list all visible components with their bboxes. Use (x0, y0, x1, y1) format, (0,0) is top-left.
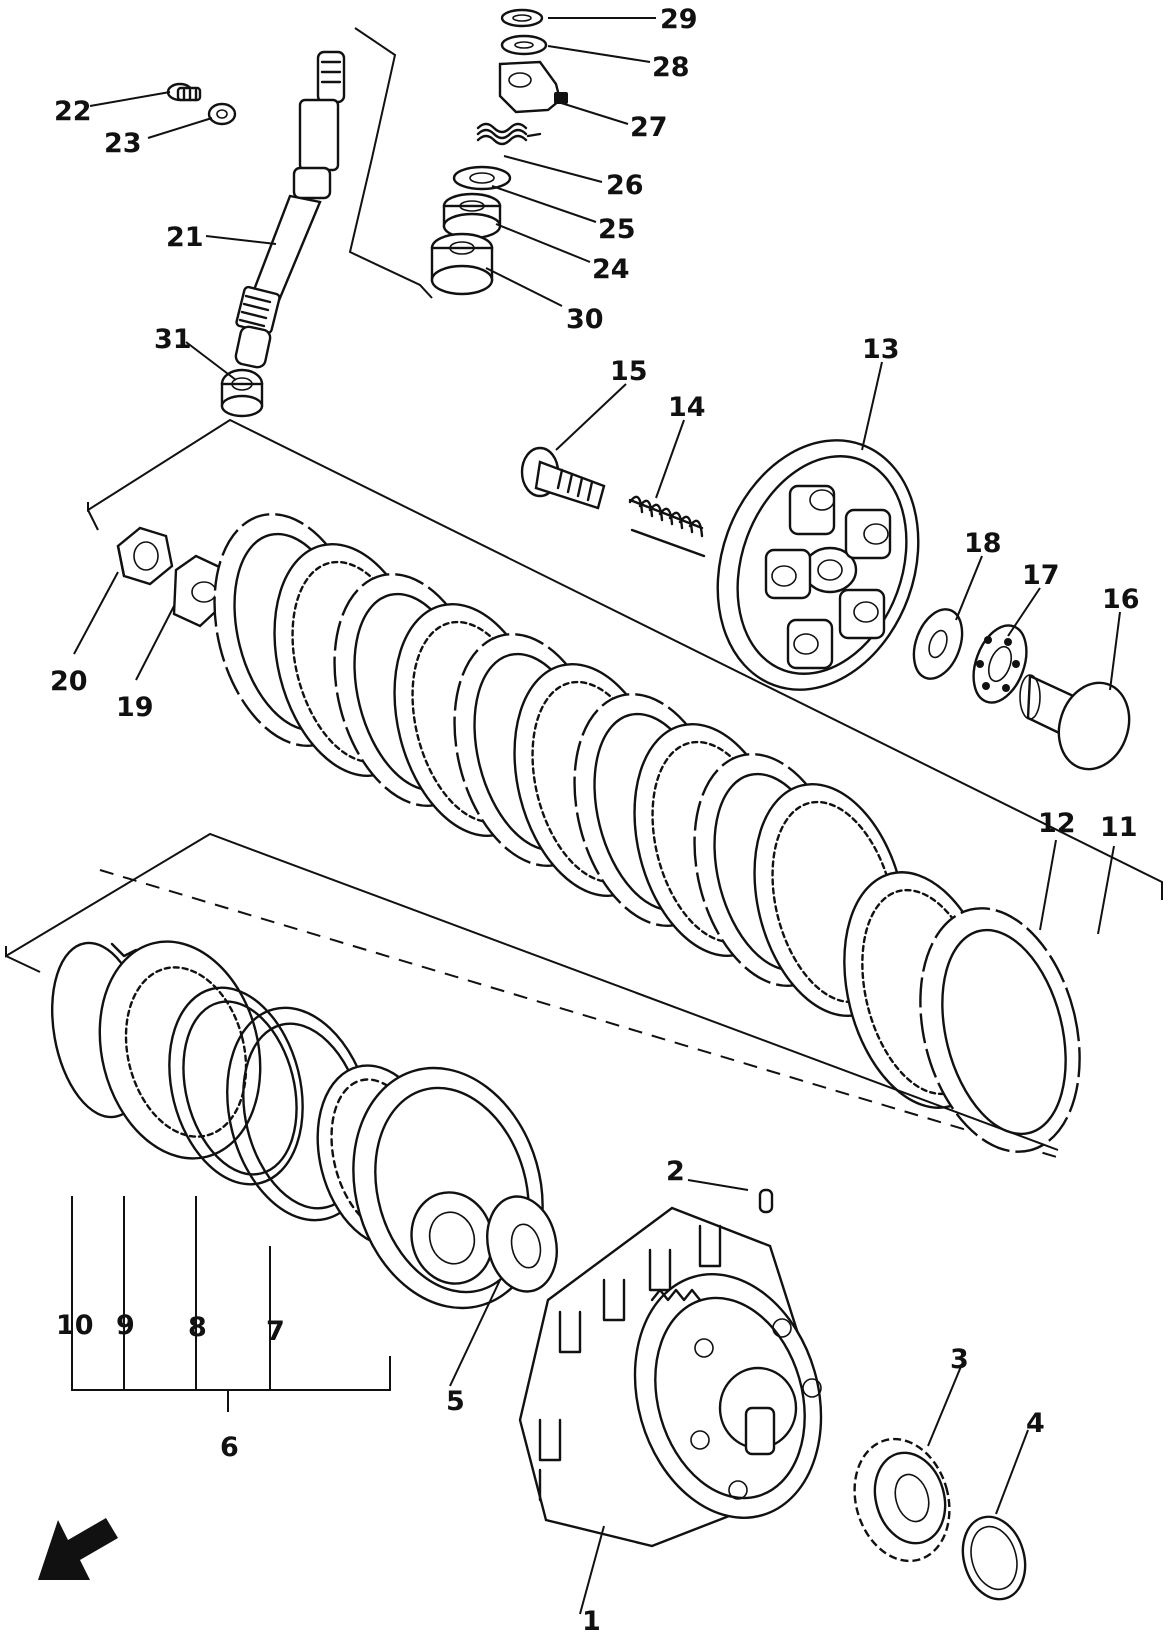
callout-21: 21 (166, 222, 204, 253)
push-rod-bearing (972, 624, 1028, 704)
callout-7: 7 (266, 1316, 285, 1347)
callout-26: 26 (606, 170, 644, 201)
boss-thrust-washer (486, 1195, 558, 1293)
housing-pin (758, 1188, 774, 1214)
callout-19: 19 (116, 692, 154, 723)
clutch-housing (518, 1206, 823, 1548)
callout-24: 24 (592, 254, 630, 285)
callout-11: 11 (1100, 812, 1138, 843)
clutch-spring-bolt (520, 446, 606, 510)
callout-20: 20 (50, 666, 88, 697)
spacer-washer (452, 165, 512, 191)
front-direction-arrow-icon (38, 1518, 118, 1580)
clutch-housing-group (518, 1188, 1027, 1601)
callout-labels: 1 2 3 4 5 6 7 8 9 10 11 12 13 14 15 16 1… (50, 4, 1140, 1637)
callout-27: 27 (630, 112, 668, 143)
callout-28: 28 (652, 52, 690, 83)
callout-31: 31 (154, 324, 192, 355)
shaft-bushing (442, 192, 502, 240)
callout-23: 23 (104, 128, 142, 159)
callout-22: 22 (54, 96, 92, 127)
callout-8: 8 (188, 1312, 207, 1343)
callout-5: 5 (446, 1386, 465, 1417)
callout-12: 12 (1038, 808, 1076, 839)
callout-2: 2 (666, 1156, 685, 1187)
callout-17: 17 (1022, 560, 1060, 591)
callout-16: 16 (1102, 584, 1140, 615)
callout-14: 14 (668, 392, 706, 423)
callout-1: 1 (582, 1606, 601, 1637)
lower-bushing (430, 232, 494, 296)
gear-circlip (961, 1515, 1027, 1601)
washer-top (500, 34, 548, 56)
callout-9: 9 (116, 1310, 135, 1341)
callout-15: 15 (610, 356, 648, 387)
shaft-collar (220, 368, 264, 418)
friction-plate (919, 907, 1081, 1153)
callout-6: 6 (220, 1432, 239, 1463)
clutch-spring (628, 495, 706, 558)
pressure-plate (716, 439, 920, 691)
lever-bolt (166, 82, 202, 102)
clutch-boss (316, 1064, 544, 1310)
callout-18: 18 (964, 528, 1002, 559)
callout-13: 13 (862, 334, 900, 365)
oil-pump-drive-gear (853, 1437, 951, 1563)
callout-30: 30 (566, 304, 604, 335)
callout-29: 29 (660, 4, 698, 35)
thrust-washer (912, 608, 964, 680)
callout-3: 3 (950, 1344, 969, 1375)
leader-lines (73, 17, 1121, 1615)
spring-seat-washer (168, 986, 304, 1186)
lever-spring (476, 122, 542, 146)
lever-washer (207, 102, 237, 126)
clutch-boss-nut (116, 526, 174, 586)
callout-10: 10 (56, 1310, 94, 1341)
clutch-plate-stack (99, 512, 1081, 1159)
push-lever-shaft (234, 50, 346, 369)
callout-25: 25 (598, 214, 636, 245)
clutch-boss-group (5, 832, 1059, 1412)
push-plug (1019, 674, 1131, 771)
push-lever (498, 60, 568, 114)
cushion-plate (98, 940, 262, 1160)
push-lever-shaft-group (166, 8, 568, 418)
callout-4: 4 (1026, 1408, 1045, 1439)
circlip-top (500, 8, 544, 28)
pressure-plate-group (87, 418, 1163, 900)
